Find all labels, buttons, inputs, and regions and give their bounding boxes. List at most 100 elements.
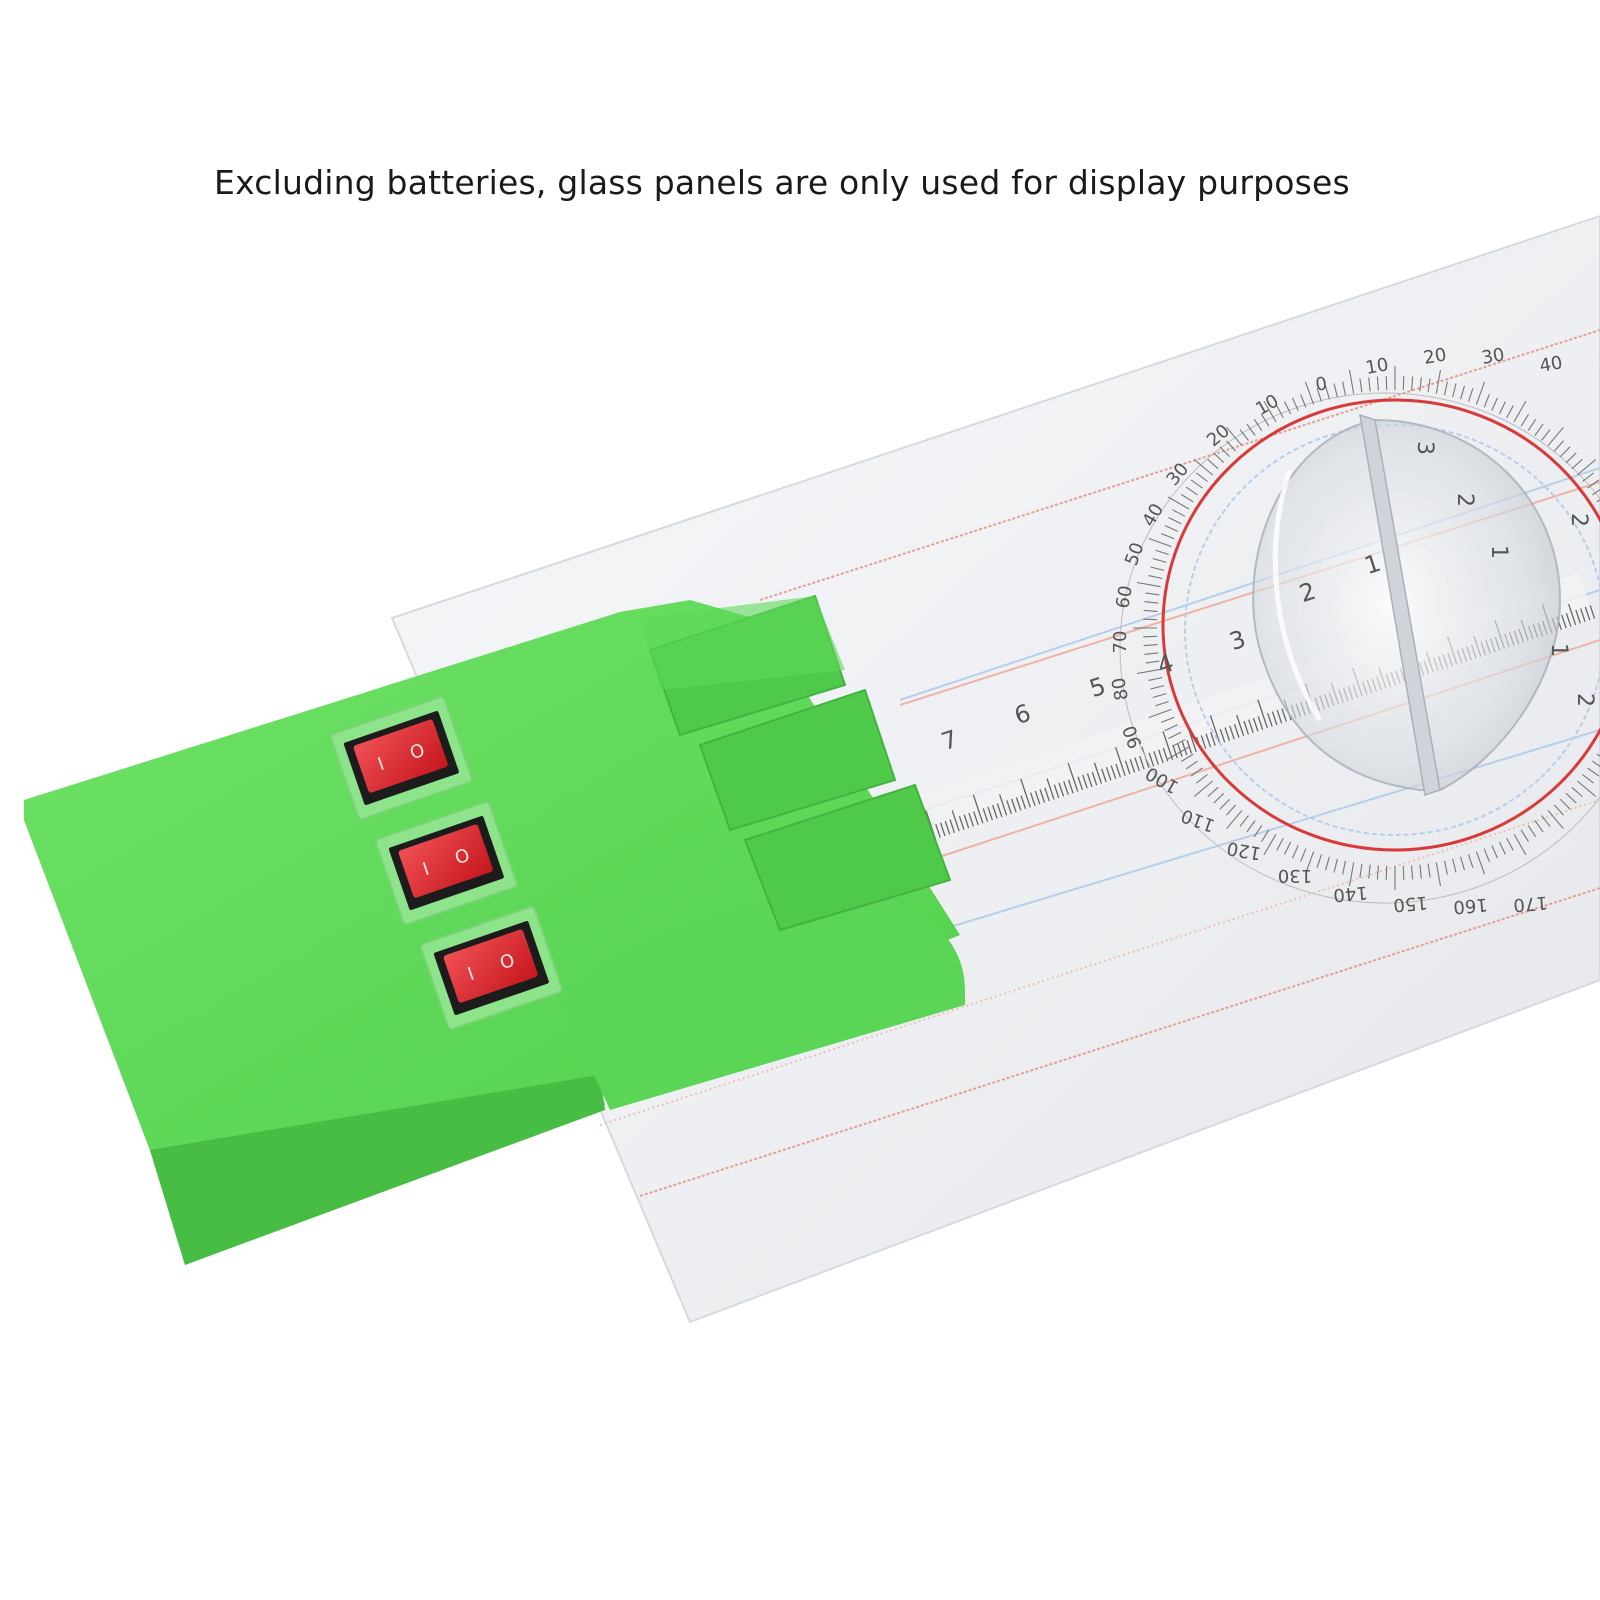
ruler-tick	[1091, 771, 1098, 786]
ruler-tick	[1067, 779, 1074, 794]
protractor-tick	[1239, 429, 1249, 441]
protractor-tick	[1385, 376, 1388, 391]
protractor-tick	[1161, 716, 1175, 723]
protractor-tick	[1291, 845, 1299, 859]
ruler-tick	[1589, 605, 1596, 619]
protractor-tick	[1582, 472, 1594, 482]
switch-1-rocker	[353, 719, 448, 793]
switch-3-rocker	[443, 929, 538, 1003]
ruler-tick	[1181, 741, 1188, 756]
protractor-tick	[1196, 774, 1208, 784]
protractor-label: 40	[1538, 352, 1564, 377]
protractor-tick	[1534, 820, 1544, 833]
ruler-tick	[1176, 743, 1183, 757]
ruler-tick	[1162, 747, 1169, 762]
ruler-tick	[1110, 765, 1117, 780]
protractor-tick	[1582, 774, 1594, 784]
switch-2[interactable]: O I	[375, 801, 518, 926]
protractor-tick	[1427, 378, 1431, 393]
ruler-tick	[1093, 762, 1103, 784]
ruler-tick	[1148, 752, 1155, 767]
protractor-tick	[1368, 864, 1371, 879]
ruler-tick	[1248, 719, 1254, 734]
emitter-3	[743, 783, 952, 932]
protractor-tick	[1591, 760, 1600, 767]
protractor-tick	[1376, 865, 1379, 880]
ruler-tick	[982, 808, 989, 822]
ruler-tick	[939, 822, 946, 837]
protractor-tick	[1483, 394, 1490, 408]
switch-2-on-mark: O	[452, 845, 472, 869]
protractor-tick	[1225, 440, 1237, 452]
ruler-tick	[1029, 792, 1036, 807]
ruler-tick	[935, 824, 941, 838]
ruler-tick	[1063, 781, 1069, 795]
protractor-tick	[1284, 401, 1292, 415]
ruler-tick	[944, 820, 951, 835]
protractor-tick	[1467, 388, 1474, 402]
ruler-tick	[1567, 603, 1577, 626]
ruler-tick	[987, 806, 993, 821]
protractor-tick	[1304, 851, 1315, 875]
protractor-tick	[1276, 837, 1284, 851]
protractor-tick	[1324, 856, 1330, 871]
ruler-tick	[1565, 613, 1572, 627]
protractor-tick	[1419, 864, 1422, 879]
protractor-tick	[1342, 381, 1347, 396]
ruler-tick	[963, 814, 970, 829]
protractor-tick	[1541, 815, 1551, 827]
protractor-tick	[1475, 851, 1486, 875]
protractor-tick	[1190, 479, 1203, 489]
protractor-tick	[1342, 860, 1347, 875]
ruler-tick	[1039, 789, 1046, 803]
ruler-tick	[1158, 749, 1164, 764]
protractor-tick	[1527, 824, 1537, 838]
protractor-tick	[1452, 858, 1457, 873]
ruler-tick	[1046, 778, 1055, 800]
ruler-tick	[951, 810, 960, 832]
protractor-tick	[1145, 660, 1160, 664]
protractor-tick	[1261, 829, 1270, 842]
beam-blue-3	[939, 729, 1600, 931]
switch-1[interactable]: O I	[330, 696, 473, 821]
protractor-tick	[1213, 792, 1225, 804]
protractor-tick	[1213, 452, 1225, 464]
protractor-tick	[1253, 418, 1263, 432]
ruler-tick	[1139, 755, 1145, 770]
protractor-label: 150	[1392, 892, 1428, 916]
ruler-tick	[1053, 784, 1060, 799]
ruler-tick	[996, 803, 1003, 818]
protractor-tick	[1402, 865, 1405, 880]
protractor-tick	[1246, 820, 1256, 833]
protractor-tick	[1172, 739, 1186, 747]
protractor-tick	[1576, 780, 1597, 797]
ruler-tick	[1020, 795, 1027, 810]
protractor-tick	[1143, 644, 1158, 647]
protractor-tick	[1534, 423, 1544, 436]
protractor-tick	[1144, 652, 1159, 655]
protractor-tick	[1483, 848, 1490, 862]
protractor-tick	[1239, 815, 1249, 827]
protractor-tick	[1571, 786, 1583, 798]
protractor-label: 20	[1422, 344, 1448, 369]
protractor-tick	[1190, 767, 1203, 777]
protractor-label: 10	[1364, 354, 1390, 379]
protractor-tick	[1520, 829, 1529, 842]
protractor-tick	[1475, 381, 1486, 405]
ruler-tick	[1115, 763, 1122, 778]
ruler-tick	[1267, 712, 1273, 727]
protractor-tick	[1467, 854, 1474, 868]
ruler-tick	[1200, 735, 1207, 749]
protractor-tick	[1144, 601, 1159, 604]
ruler-tick	[1006, 800, 1012, 814]
ruler-tick	[1172, 744, 1178, 759]
ruler-tick	[1224, 727, 1231, 741]
switch-3[interactable]: O I	[420, 906, 563, 1031]
protractor-label: 0	[1314, 373, 1328, 395]
protractor-tick	[1491, 397, 1499, 411]
protractor-label: 170	[1512, 892, 1548, 916]
ruler-tick	[1044, 787, 1050, 802]
protractor-tick	[1291, 397, 1299, 411]
protractor-tick	[1304, 381, 1315, 405]
